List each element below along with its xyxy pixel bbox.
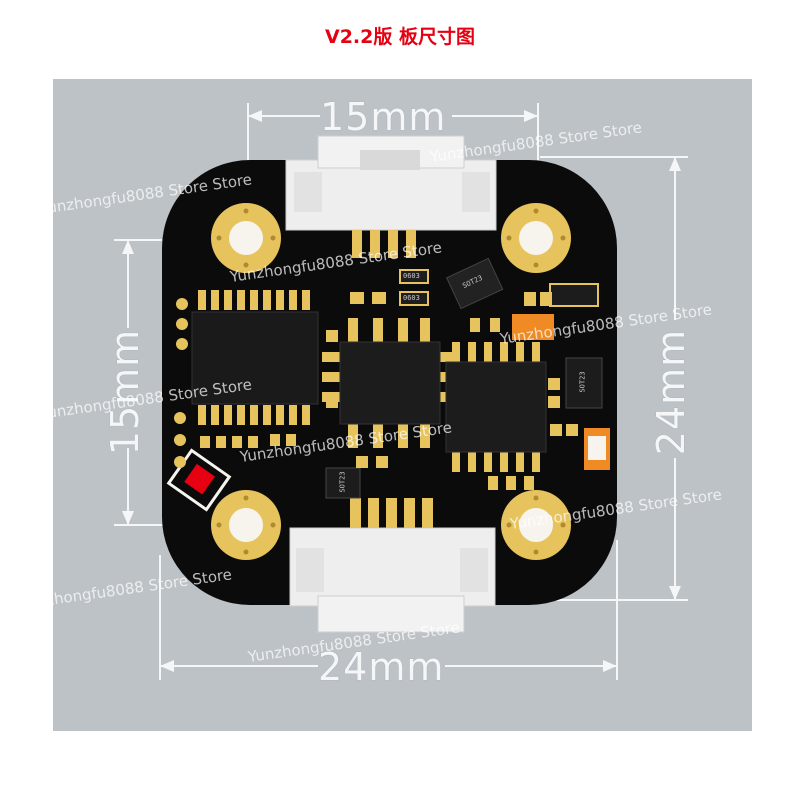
small-components bbox=[166, 257, 610, 512]
left-ic bbox=[191, 290, 319, 425]
chip-label: 0603 bbox=[403, 294, 420, 302]
top-connector bbox=[285, 135, 497, 258]
mounting-holes bbox=[211, 203, 571, 560]
top-dimension-label: 15mm bbox=[320, 95, 447, 139]
bottom-connector bbox=[289, 498, 496, 633]
dimension-arrows bbox=[122, 110, 681, 672]
chip-label: 0603 bbox=[403, 272, 420, 280]
chip-label: SOT23 bbox=[578, 371, 587, 393]
chip-label: SOT23 bbox=[338, 471, 347, 493]
bottom-dimension-label: 24mm bbox=[318, 645, 445, 689]
right-ic bbox=[445, 342, 547, 472]
page-title: V2.2版 板尺寸图 bbox=[325, 26, 475, 48]
right-dimension-label: 24mm bbox=[649, 328, 694, 456]
